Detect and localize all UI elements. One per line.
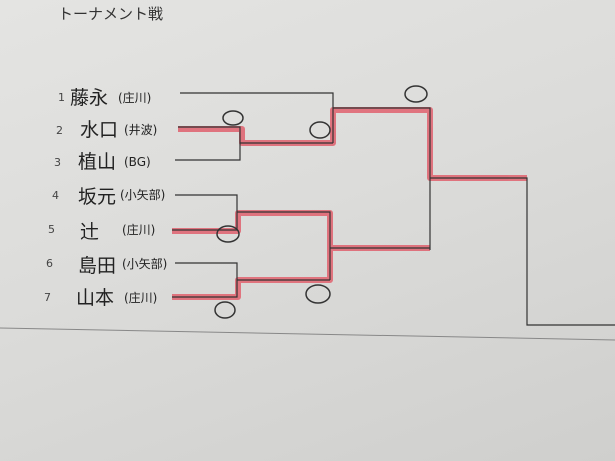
bracket-title: トーナメント戦	[58, 5, 164, 23]
score-mark	[214, 301, 236, 319]
seed-number: 6	[46, 257, 53, 270]
paper-edge	[0, 327, 615, 341]
player-team: (井波)	[124, 123, 157, 137]
player-name: 辻	[80, 221, 99, 243]
player-name: 山本	[76, 287, 114, 309]
player-5: 5 辻 (庄川)	[48, 221, 155, 243]
seed-number: 1	[58, 91, 65, 104]
score-mark	[309, 121, 331, 139]
player-team: (BG)	[124, 155, 151, 169]
score-marks	[214, 85, 428, 319]
player-name: 坂元	[78, 186, 116, 208]
player-1: 1 藤永 (庄川)	[58, 87, 151, 109]
player-4: 4 坂元 (小矢部)	[52, 186, 165, 208]
seed-number: 2	[56, 124, 63, 137]
player-name: 島田	[78, 255, 116, 277]
seed-number: 4	[52, 189, 59, 202]
player-2: 2 水口 (井波)	[56, 119, 157, 141]
player-name: 水口	[80, 119, 118, 141]
seed-number: 7	[44, 291, 51, 304]
player-6: 6 島田 (小矢部)	[46, 255, 167, 277]
player-name: 藤永	[70, 87, 108, 109]
player-team: (庄川)	[118, 90, 151, 105]
player-name: 植山	[78, 151, 116, 173]
player-7: 7 山本 (庄川)	[44, 287, 157, 309]
bracket-lines	[172, 92, 615, 326]
player-team: (庄川)	[124, 290, 157, 305]
score-mark	[305, 284, 331, 304]
player-team: (小矢部)	[122, 256, 167, 271]
seed-number: 3	[54, 156, 61, 169]
player-3: 3 植山 (BG)	[54, 151, 151, 173]
seed-number: 5	[48, 223, 55, 236]
score-mark	[216, 225, 240, 243]
score-mark	[404, 85, 428, 103]
score-mark	[222, 110, 244, 126]
player-team: (小矢部)	[120, 187, 165, 202]
player-team: (庄川)	[122, 222, 155, 237]
winner-path	[172, 107, 527, 300]
